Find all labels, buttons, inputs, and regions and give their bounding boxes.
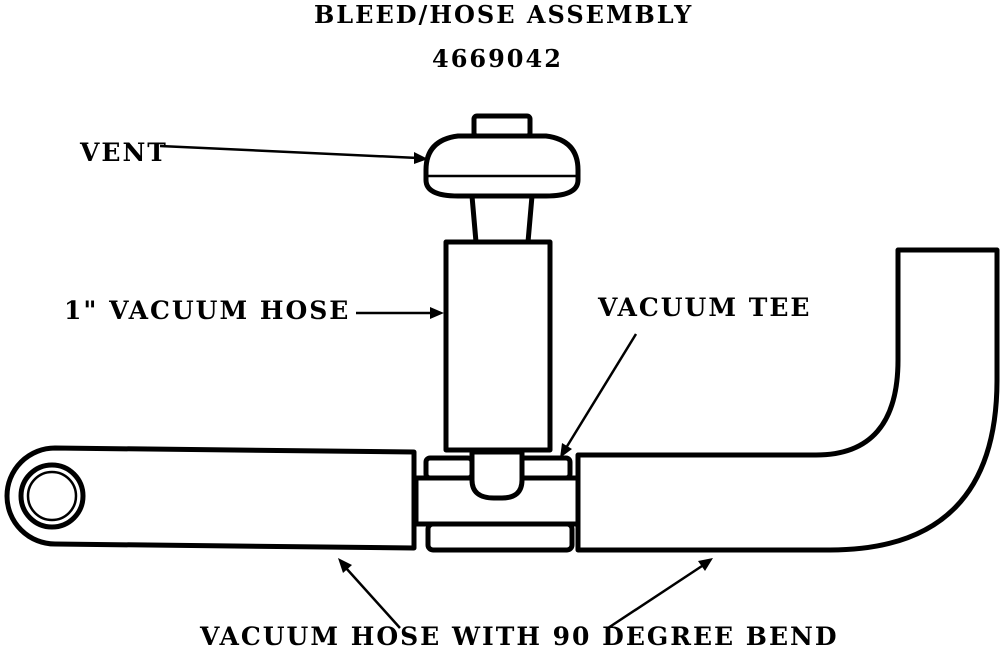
- label-bend-hose: VACUUM HOSE WITH 90 DEGREE BEND: [200, 622, 839, 651]
- vacuum-tee: [413, 449, 581, 553]
- bend-hose: [575, 247, 1000, 553]
- page-title: BLEED/HOSE ASSEMBLY: [314, 0, 694, 29]
- label-vacuum-tee: VACUUM TEE: [598, 293, 812, 322]
- label-vent: VENT: [80, 138, 168, 167]
- vacuum-hose-leader: [356, 307, 444, 319]
- left-hose: [4, 445, 417, 551]
- bend-hose-leader-right: [607, 558, 713, 630]
- part-number: 4669042: [432, 44, 563, 73]
- vent-fitting: [423, 113, 581, 245]
- vent-leader: [159, 144, 428, 164]
- vacuum-tee-leader: [560, 333, 638, 458]
- vertical-hose: [443, 239, 553, 453]
- bend-hose-leader-left: [338, 558, 401, 629]
- label-vacuum-hose-1in: 1" VACUUM HOSE: [64, 296, 351, 325]
